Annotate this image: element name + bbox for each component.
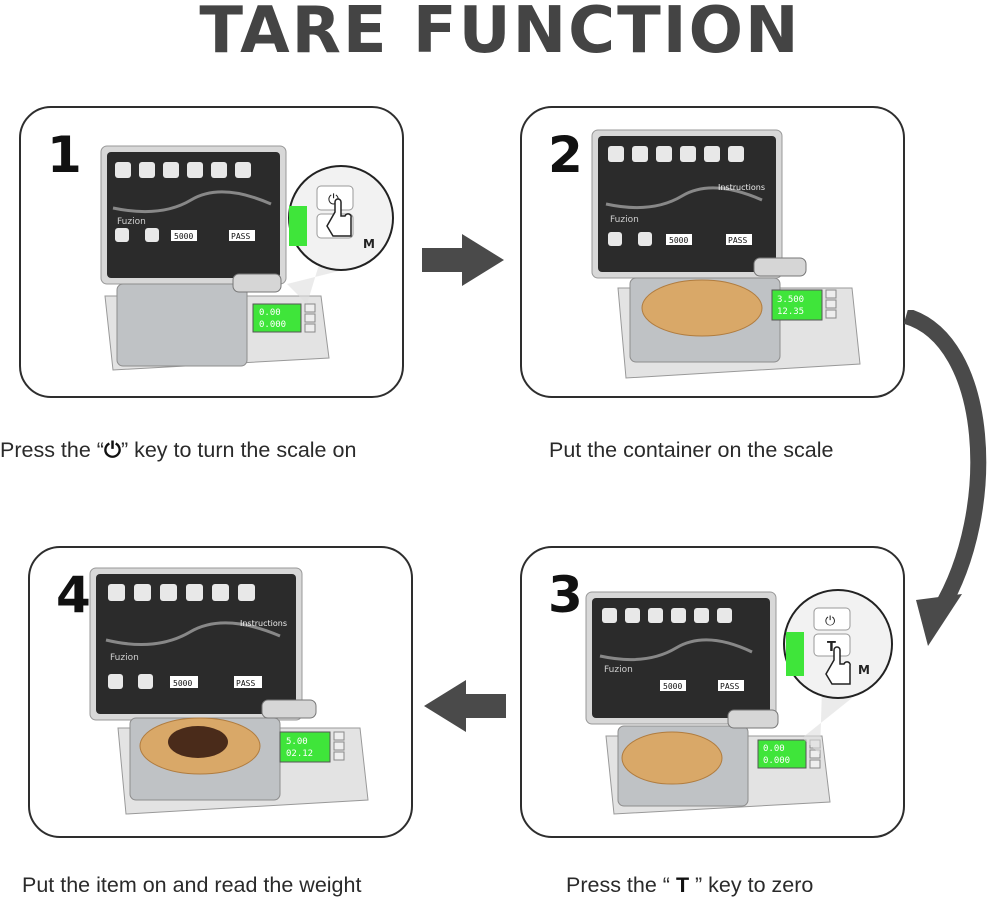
brand-label: Fuzion — [610, 215, 639, 225]
scale-illustration: Fuzion Instructions 5000 PASS 3.500 12.3… — [591, 129, 861, 379]
tare-key-label: T — [827, 640, 836, 655]
step-2-caption: Put the container on the scale — [549, 438, 834, 462]
caption-text: Press the “ — [0, 438, 104, 462]
brand-label: Fuzion — [117, 217, 146, 227]
step-number: 1 — [47, 126, 82, 184]
display-bottom: 02.12 — [286, 749, 313, 759]
display-top: 0.00 — [763, 744, 785, 754]
pointing-hand-icon — [825, 646, 851, 685]
arrow-right-icon — [422, 234, 504, 286]
page-title: TARE FUNCTION — [199, 0, 801, 68]
caption-text: ” key to zero — [689, 873, 814, 897]
lid-heading: Instructions — [240, 619, 287, 628]
step-1-caption: Press the “⏻” key to turn the scale on — [0, 438, 356, 463]
lcd-display — [771, 289, 823, 321]
step-number: 3 — [548, 566, 583, 624]
display-top: 5.00 — [286, 737, 308, 747]
pointing-hand-icon — [326, 198, 352, 237]
display-top: 0.00 — [259, 308, 281, 318]
power-key-label: ⏻ — [825, 614, 835, 629]
pass-label: PASS — [728, 236, 747, 245]
tare-key-symbol: T — [675, 873, 690, 897]
weighing-plate — [116, 283, 248, 367]
step-1-panel: 1 Fuzion 5000 PASS 0.00 0.000 ⏻ M — [19, 106, 404, 398]
brand-label: Fuzion — [110, 653, 139, 663]
display-top: 3.500 — [777, 295, 804, 305]
display-bottom: 12.35 — [777, 307, 804, 317]
power-key-label: ⏻ — [328, 192, 339, 208]
coffee-grounds — [168, 726, 228, 758]
step-3-caption: Press the “ T ” key to zero — [566, 873, 813, 898]
m-key-label: M — [858, 663, 870, 677]
lid-heading: Instructions — [718, 183, 765, 192]
lid-icons — [115, 162, 251, 242]
tare-key — [813, 633, 851, 657]
scale-illustration: Fuzion Instructions 5000 PASS 5.00 02.12 — [89, 567, 369, 815]
cal-weight-box — [171, 230, 197, 241]
step-4-caption: Put the item on and read the weight — [22, 873, 362, 897]
arrow-left-icon — [424, 680, 506, 732]
lid-instruction-panel — [107, 152, 280, 278]
cal-weight-value: 5000 — [173, 679, 192, 688]
display-bottom: 0.000 — [763, 756, 790, 766]
pass-label: PASS — [720, 682, 739, 691]
brand-label: Fuzion — [604, 665, 633, 675]
display-bottom: 0.000 — [259, 320, 286, 330]
m-key-label: M — [363, 237, 375, 251]
cal-weight-value: 5000 — [174, 232, 193, 241]
calibration-weight — [232, 273, 282, 293]
cal-weight-value: 5000 — [663, 682, 682, 691]
pass-label: PASS — [231, 232, 250, 241]
step-3-panel: 3 Fuzion 5000 PASS 0.00 0.000 ⏻ T M — [520, 546, 905, 838]
lcd-display — [757, 739, 807, 769]
step-number: 2 — [548, 126, 583, 184]
cal-weight-value: 5000 — [669, 236, 688, 245]
wooden-tray — [621, 731, 723, 785]
arrow-curved-down-icon — [903, 310, 987, 646]
lcd-display — [252, 303, 302, 333]
power-icon: ⏻ — [103, 438, 121, 462]
pass-label: PASS — [236, 679, 255, 688]
step-number: 4 — [56, 566, 91, 624]
scale-illustration: Fuzion 5000 PASS 0.00 0.000 ⏻ T M — [585, 589, 893, 815]
caption-text: Press the “ — [566, 873, 676, 897]
caption-text: ” key to turn the scale on — [120, 438, 357, 462]
pass-box — [229, 230, 255, 241]
step-2-panel: 2 Fuzion Instructions 5000 PASS 3.500 12… — [520, 106, 905, 398]
step-4-panel: 4 Fuzion Instructions 5000 PASS 5.00 02.… — [28, 546, 413, 838]
lcd-display — [279, 731, 331, 763]
wooden-tray — [641, 279, 763, 337]
scale-illustration: Fuzion 5000 PASS 0.00 0.000 ⏻ M — [100, 145, 394, 371]
